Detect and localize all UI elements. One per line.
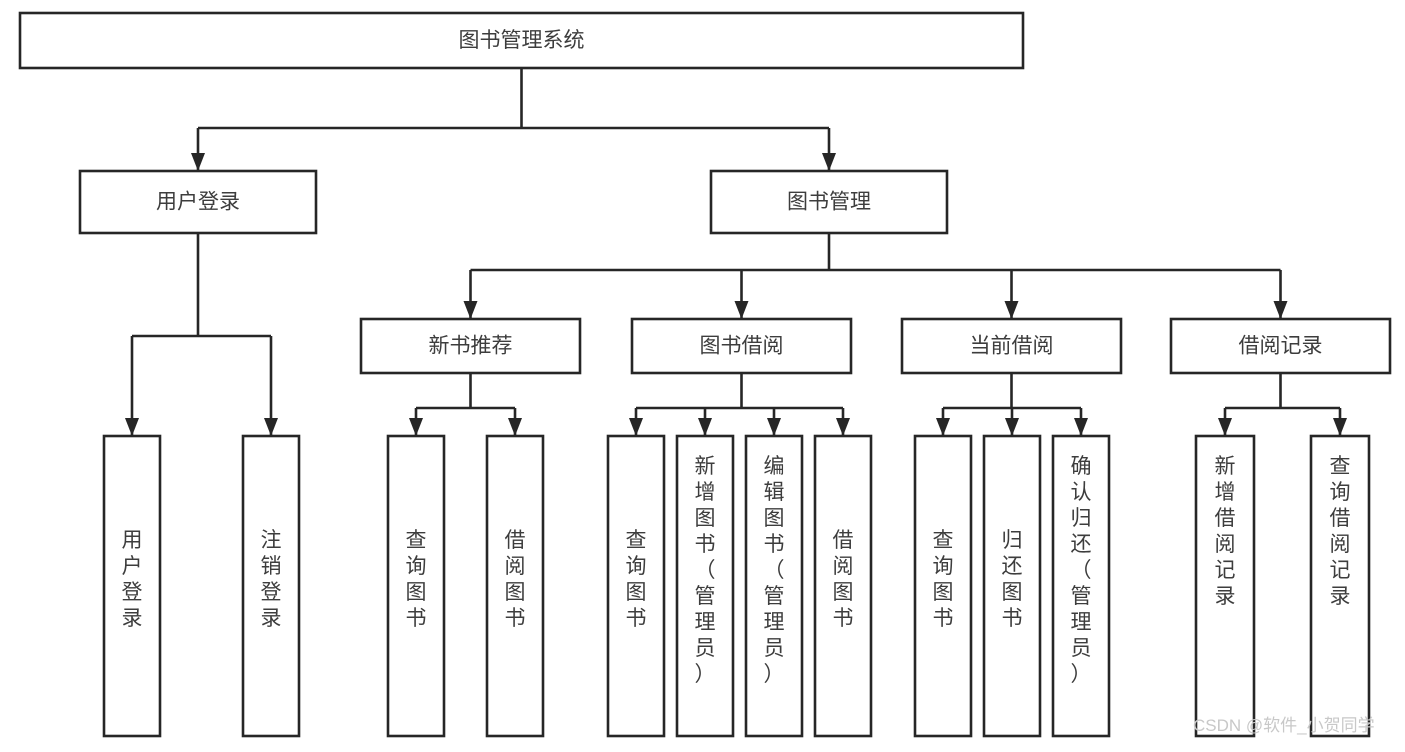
arrow-head-icon [767, 418, 781, 436]
node-current-borrow-label: 当前借阅 [970, 335, 1054, 358]
node-book-management-box[interactable] [709, 169, 949, 235]
node-root-box[interactable] [18, 11, 1025, 70]
node-leaf-confirm-return-label: 确认归还（管理员） [1071, 455, 1092, 686]
node-user-login-label: 用户登录 [156, 191, 240, 214]
node-leaf-query-record[interactable]: 查询借阅记录 [1309, 434, 1371, 738]
node-borrow-record[interactable]: 借阅记录 [1169, 317, 1392, 375]
node-leaf-edit-book-box[interactable] [744, 434, 804, 738]
node-book-borrow-box[interactable] [630, 317, 853, 375]
node-current-borrow-box[interactable] [900, 317, 1123, 375]
node-root[interactable]: 图书管理系统 [18, 11, 1025, 70]
arrow-head-icon [409, 418, 423, 436]
node-leaf-confirm-return-box[interactable] [1051, 434, 1111, 738]
node-leaf-return-book-label: 归还图书 [1002, 529, 1023, 630]
node-current-borrow[interactable]: 当前借阅 [900, 317, 1123, 375]
node-leaf-borrow-book-2-label: 借阅图书 [833, 529, 854, 630]
node-leaf-query-record-label: 查询借阅记录 [1330, 455, 1351, 608]
node-book-borrow[interactable]: 图书借阅 [630, 317, 853, 375]
node-leaf-query-book-2-label: 查询图书 [626, 529, 647, 630]
node-leaf-query-book-3-box[interactable] [913, 434, 973, 738]
node-book-management-label: 图书管理 [787, 191, 871, 214]
node-leaf-logout-box[interactable] [241, 434, 301, 738]
connector-layer [125, 68, 1347, 436]
watermark: CSDN @软件_小贺同学 [1193, 716, 1375, 735]
arrow-head-icon [822, 153, 836, 171]
node-leaf-query-book-2-box[interactable] [606, 434, 666, 738]
arrow-head-icon [463, 301, 478, 319]
node-leaf-add-record[interactable]: 新增借阅记录 [1194, 434, 1256, 738]
arrow-head-icon [1218, 418, 1232, 436]
arrow-head-icon [1005, 418, 1019, 436]
node-leaf-query-book-3-label: 查询图书 [933, 529, 954, 630]
node-leaf-borrow-book-2[interactable]: 借阅图书 [813, 434, 873, 738]
arrow-head-icon [1273, 301, 1288, 319]
node-leaf-borrow-book-1-label: 借阅图书 [505, 529, 526, 630]
node-leaf-query-book-2[interactable]: 查询图书 [606, 434, 666, 738]
node-leaf-add-book-box[interactable] [675, 434, 735, 738]
node-user-login-box[interactable] [78, 169, 318, 235]
node-leaf-edit-book-label: 编辑图书（管理员） [764, 455, 785, 686]
node-leaf-add-record-box[interactable] [1194, 434, 1256, 738]
node-borrow-record-box[interactable] [1169, 317, 1392, 375]
node-leaf-user-login-box[interactable] [102, 434, 162, 738]
node-root-label: 图书管理系统 [459, 29, 585, 52]
node-leaf-confirm-return[interactable]: 确认归还（管理员） [1051, 434, 1111, 738]
arrow-head-icon [508, 418, 522, 436]
node-leaf-query-book-3[interactable]: 查询图书 [913, 434, 973, 738]
node-new-book-recommend-label: 新书推荐 [429, 335, 513, 358]
arrow-head-icon [936, 418, 950, 436]
node-leaf-add-record-label: 新增借阅记录 [1215, 455, 1236, 608]
node-borrow-record-label: 借阅记录 [1239, 335, 1323, 358]
node-leaf-query-book-1-box[interactable] [386, 434, 446, 738]
node-leaf-borrow-book-1[interactable]: 借阅图书 [485, 434, 545, 738]
node-book-management[interactable]: 图书管理 [709, 169, 949, 235]
watermark-layer: CSDN @软件_小贺同学 [1193, 716, 1375, 735]
node-new-book-recommend-box[interactable] [359, 317, 582, 375]
node-leaf-add-book-label: 新增图书（管理员） [695, 455, 716, 686]
node-layer: 图书管理系统用户登录用户登录注销登录图书管理新书推荐查询图书借阅图书图书借阅查询… [18, 11, 1392, 738]
node-leaf-borrow-book-1-box[interactable] [485, 434, 545, 738]
node-leaf-return-book[interactable]: 归还图书 [982, 434, 1042, 738]
node-leaf-query-book-1-label: 查询图书 [406, 529, 427, 630]
node-leaf-logout-label: 注销登录 [261, 529, 282, 630]
arrow-head-icon [264, 418, 278, 436]
node-leaf-return-book-box[interactable] [982, 434, 1042, 738]
node-leaf-borrow-book-2-box[interactable] [813, 434, 873, 738]
node-leaf-add-book[interactable]: 新增图书（管理员） [675, 434, 735, 738]
node-book-borrow-label: 图书借阅 [700, 335, 784, 358]
arrow-head-icon [734, 301, 749, 319]
node-leaf-user-login[interactable]: 用户登录 [102, 434, 162, 738]
arrow-head-icon [1004, 301, 1019, 319]
node-leaf-query-record-box[interactable] [1309, 434, 1371, 738]
node-leaf-edit-book[interactable]: 编辑图书（管理员） [744, 434, 804, 738]
arrow-head-icon [191, 153, 205, 171]
arrow-head-icon [125, 418, 139, 436]
node-user-login[interactable]: 用户登录 [78, 169, 318, 235]
arrow-head-icon [698, 418, 712, 436]
node-leaf-user-login-label: 用户登录 [122, 529, 143, 630]
arrow-head-icon [836, 418, 850, 436]
node-leaf-logout[interactable]: 注销登录 [241, 434, 301, 738]
arrow-head-icon [1333, 418, 1347, 436]
arrow-head-icon [629, 418, 643, 436]
node-leaf-query-book-1[interactable]: 查询图书 [386, 434, 446, 738]
arrow-head-icon [1074, 418, 1088, 436]
node-new-book-recommend[interactable]: 新书推荐 [359, 317, 582, 375]
